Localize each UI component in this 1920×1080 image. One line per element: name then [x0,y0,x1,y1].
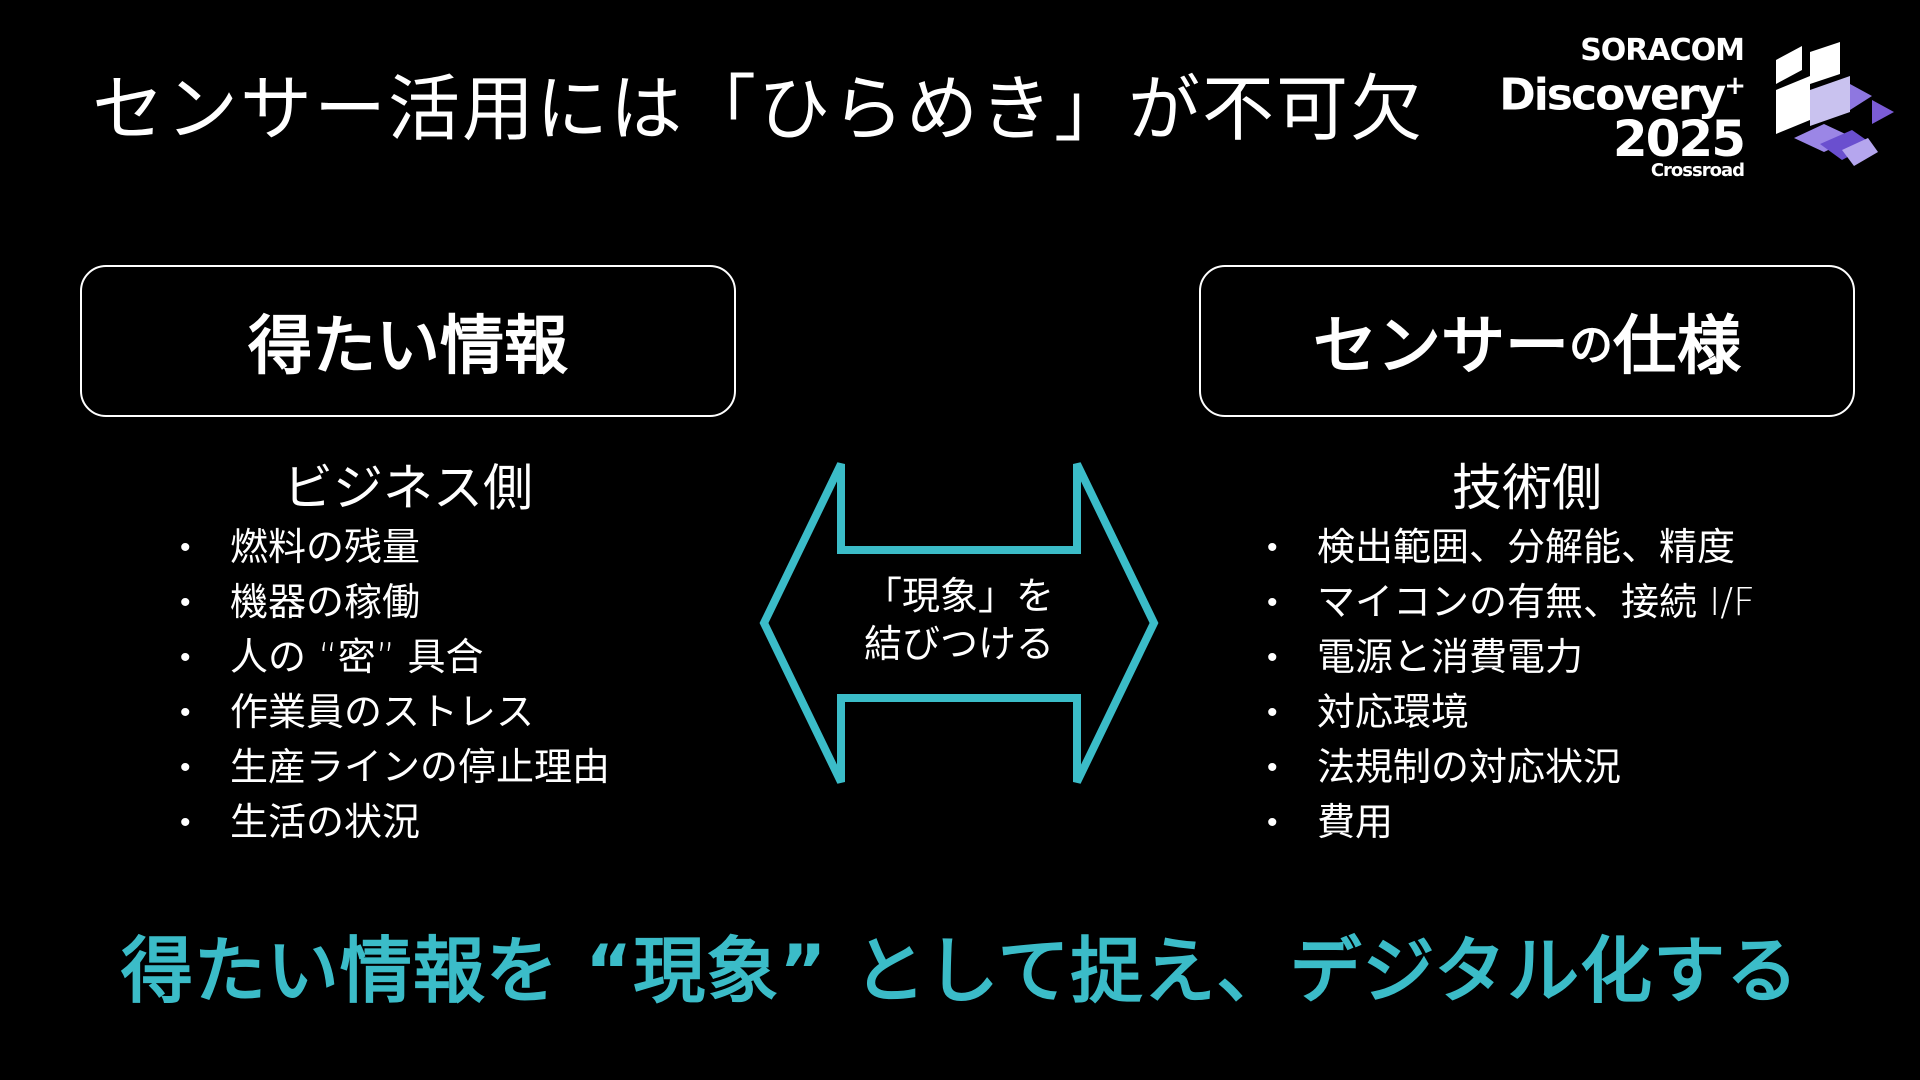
double-arrow-icon [759,462,1159,784]
arrow-caption: 「現象」を 結びつける [758,572,1160,668]
logo-discovery-word: Discovery [1499,69,1726,121]
desired-info-box: 得たい情報 [80,265,736,417]
logo-discovery: Discovery+ [1499,66,1746,117]
arrow-caption-line2: 結びつける [863,622,1054,666]
list-item: 費用 [1267,795,1755,850]
sensor-spec-heading-no: の [1569,320,1613,371]
logo-subtitle: Crossroad [1650,159,1745,181]
list-item: 人の “密” 具合 [180,630,610,685]
list-item: 生活の状況 [180,795,610,850]
logo-year: 2025 [1612,109,1746,168]
list-item: 法規制の対応状況 [1267,740,1755,795]
logo-soracom: SORACOM [1580,33,1745,68]
tech-side-label: 技術側 [1452,459,1602,517]
business-side-label: ビジネス側 [283,459,533,517]
list-item: マイコンの有無、接続 I/F [1267,575,1755,630]
event-logo: SORACOM Discovery+ 2025 Crossroad [1496,36,1896,179]
list-item: 作業員のストレス [180,685,610,740]
slide-title: センサー活用には「ひらめき」が不可欠 [92,67,1425,151]
list-item: 検出範囲、分解能、精度 [1267,520,1755,575]
logo-mark-icon [1776,42,1894,166]
sensor-spec-heading-main: センサー [1313,310,1569,384]
logo-plus: + [1724,71,1746,101]
business-list: 燃料の残量 機器の稼働 人の “密” 具合 作業員のストレス 生産ラインの停止理… [180,520,610,850]
list-item: 機器の稼働 [180,575,610,630]
sensor-spec-box: センサーの仕様 [1199,265,1855,417]
tagline: 得たい情報を “現象” として捉え、デジタル化する [120,929,1800,1013]
list-item: 電源と消費電力 [1267,630,1755,685]
list-item: 生産ラインの停止理由 [180,740,610,795]
desired-info-heading: 得たい情報 [248,310,568,384]
logo-text: SORACOM Discovery+ 2025 Crossroad [1499,33,1746,181]
list-item: 対応環境 [1267,685,1755,740]
list-item: 燃料の残量 [180,520,610,575]
tech-list: 検出範囲、分解能、精度 マイコンの有無、接続 I/F 電源と消費電力 対応環境 … [1267,520,1755,850]
sensor-spec-heading-end: 仕様 [1613,310,1741,384]
arrow-caption-line1: 「現象」を [863,574,1054,618]
